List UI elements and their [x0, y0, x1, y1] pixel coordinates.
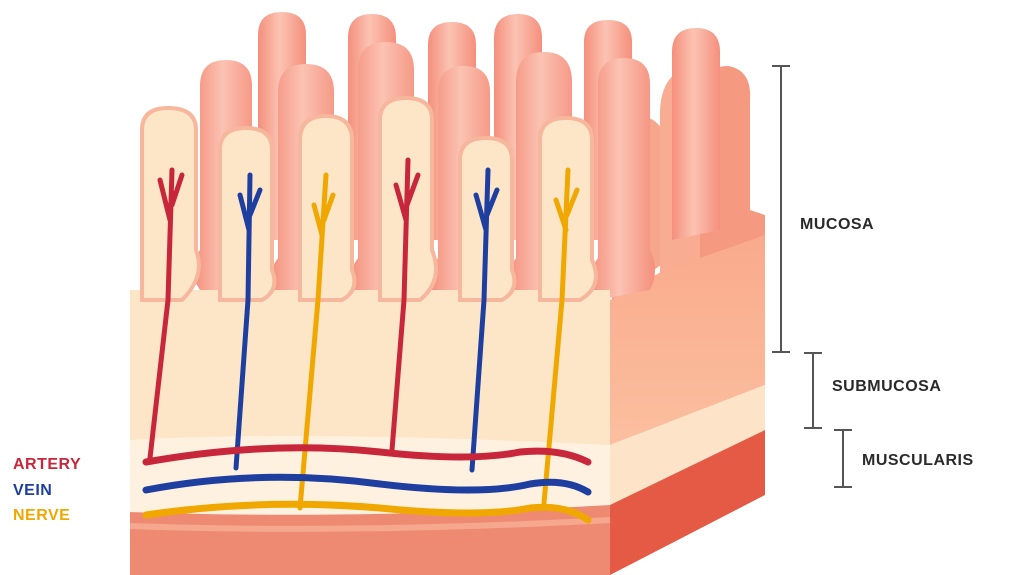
- legend-vein: VEIN: [13, 482, 52, 500]
- legend-nerve: NERVE: [13, 507, 70, 525]
- front-face: [130, 290, 610, 575]
- submucosa-label: SUBMUCOSA: [832, 378, 941, 396]
- front-muscularis: [130, 505, 610, 575]
- muscularis-bracket: [834, 430, 852, 487]
- mucosa-bracket: [772, 66, 790, 352]
- front-mucosa-base: [130, 290, 610, 450]
- muscularis-label: MUSCULARIS: [862, 452, 974, 470]
- mucosa-label: MUCOSA: [800, 216, 874, 234]
- layer-brackets: [772, 66, 852, 487]
- legend-artery: ARTERY: [13, 456, 81, 474]
- submucosa-bracket: [804, 353, 822, 428]
